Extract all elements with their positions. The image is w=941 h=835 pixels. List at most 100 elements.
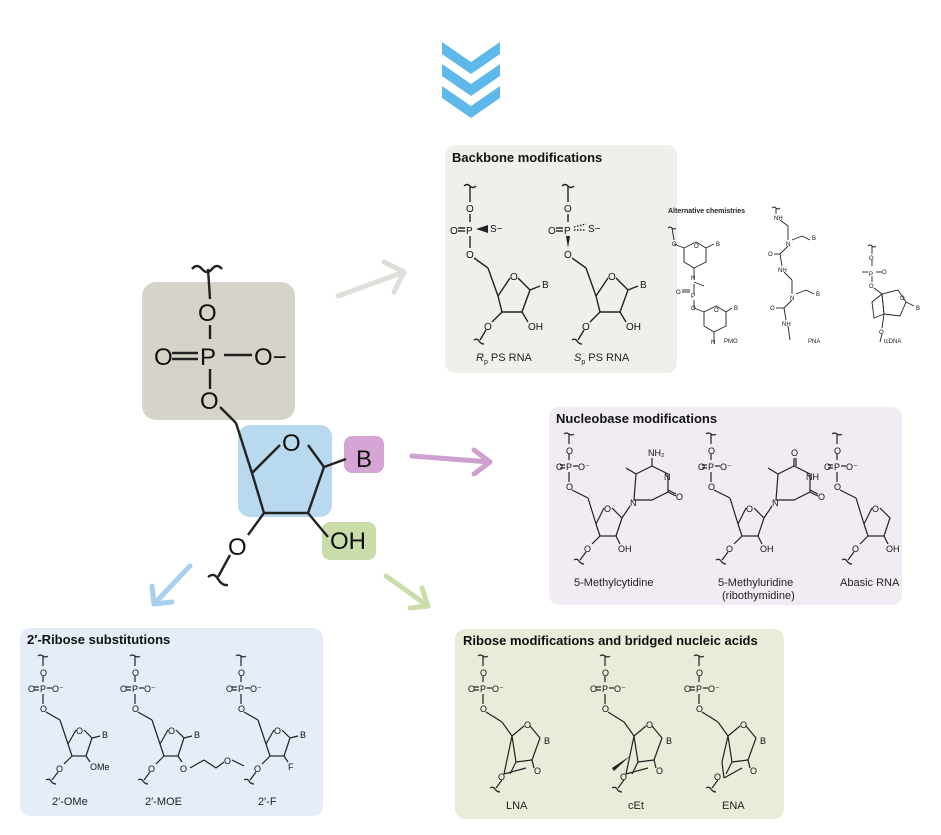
svg-text:P: P [466, 226, 473, 237]
svg-text:B: B [716, 242, 720, 248]
svg-text:O: O [602, 704, 609, 714]
svg-text:O: O [818, 492, 825, 502]
rp-ps-rna-structure: O O P S− O O B OH O [450, 183, 549, 345]
svg-text:P: P [132, 684, 138, 694]
svg-text:O: O [238, 668, 245, 678]
svg-text:O: O [466, 250, 474, 261]
arrow-backbone [335, 259, 407, 299]
svg-text:B: B [816, 292, 820, 298]
svg-text:P: P [480, 684, 486, 694]
chevron-down-icon [442, 42, 500, 118]
central-o-minus: O− [254, 344, 287, 371]
svg-text:B: B [640, 280, 647, 291]
svg-text:NH: NH [782, 322, 791, 328]
svg-text:O: O [510, 272, 518, 283]
tcdna-label: tcDNA [884, 339, 902, 345]
rp-ps-rna-label: Rp PS RNA [476, 352, 532, 367]
svg-text:O: O [872, 504, 879, 514]
svg-text:O⁻: O⁻ [614, 684, 626, 694]
svg-text:B: B [734, 306, 738, 312]
svg-text:NH: NH [774, 216, 783, 222]
svg-text:O: O [148, 764, 155, 774]
svg-text:O⁻: O⁻ [52, 684, 64, 694]
svg-text:O: O [620, 772, 627, 782]
svg-text:O⁻: O⁻ [144, 684, 156, 694]
svg-text:OH: OH [886, 544, 900, 554]
svg-text:B: B [544, 736, 550, 746]
svg-text:O: O [132, 668, 139, 678]
moe-label: 2′-MOE [145, 796, 182, 808]
svg-text:O: O [56, 764, 63, 774]
substitutions-title: 2′-Ribose substitutions [27, 632, 171, 647]
svg-text:O: O [834, 446, 841, 456]
f-structure: O O P O⁻ O O B F O [226, 654, 306, 785]
svg-text:O: O [869, 256, 874, 262]
svg-text:O: O [608, 272, 616, 283]
svg-text:P: P [708, 462, 714, 472]
svg-text:OMe: OMe [90, 762, 110, 772]
svg-text:O: O [746, 504, 753, 514]
svg-text:O: O [750, 766, 757, 776]
svg-text:NH: NH [806, 472, 819, 482]
svg-text:S−: S− [490, 224, 503, 235]
ome-label: 2′-OMe [52, 796, 88, 808]
ribose-title: Ribose modifications and bridged nucleic… [463, 633, 758, 648]
svg-text:O: O [480, 704, 487, 714]
svg-text:O: O [879, 330, 884, 336]
svg-text:P: P [566, 462, 572, 472]
svg-text:OH: OH [626, 322, 641, 333]
base-highlight [344, 436, 384, 473]
ena-label: ENA [722, 800, 745, 812]
svg-text:N: N [630, 498, 637, 508]
svg-text:P: P [238, 684, 244, 694]
svg-text:B: B [102, 730, 108, 740]
svg-text:O: O [450, 226, 458, 237]
svg-text:P: P [834, 462, 840, 472]
svg-text:O: O [40, 704, 47, 714]
svg-text:O: O [676, 492, 683, 502]
central-base-label: B [356, 446, 372, 473]
cet-label: cEt [628, 800, 644, 812]
central-o-top: O [198, 300, 217, 327]
svg-text:O: O [882, 270, 887, 276]
svg-text:O: O [224, 756, 231, 766]
svg-text:O: O [524, 720, 531, 730]
sp-ps-rna-label: Sp PS RNA [574, 352, 630, 367]
svg-text:P: P [696, 684, 702, 694]
svg-text:O: O [226, 684, 233, 694]
svg-text:N: N [664, 472, 671, 482]
svg-text:O: O [40, 668, 47, 678]
svg-text:O: O [691, 306, 696, 312]
substitutions-panel [20, 628, 323, 816]
svg-text:B: B [760, 736, 766, 746]
ome-structure: O O P O⁻ O O B OMe O [28, 654, 110, 785]
svg-text:B: B [812, 236, 816, 242]
moe-structure: O O P O⁻ O O B O O O [120, 654, 245, 785]
central-o-left: O [154, 344, 173, 371]
svg-text:NH: NH [778, 268, 787, 274]
svg-text:B: B [194, 730, 200, 740]
svg-text:O: O [254, 764, 261, 774]
svg-text:O: O [740, 720, 747, 730]
central-ring-o: O [282, 430, 301, 457]
lna-label: LNA [506, 800, 528, 812]
central-oh-label: OH [330, 528, 366, 555]
svg-text:B: B [916, 306, 920, 312]
svg-text:O: O [582, 322, 590, 333]
ribose-panel [455, 629, 784, 819]
lna-structure: O O P O⁻ O O B O O [468, 654, 550, 793]
svg-text:NH₂: NH₂ [648, 448, 665, 458]
svg-text:O: O [468, 684, 475, 694]
svg-text:O: O [120, 684, 127, 694]
svg-text:P: P [564, 226, 571, 237]
tcdna-structure: O P O O O B O [862, 244, 920, 343]
svg-text:O: O [696, 668, 703, 678]
svg-text:O: O [566, 446, 573, 456]
svg-text:O⁻: O⁻ [708, 684, 720, 694]
phosphate-highlight [142, 282, 295, 420]
svg-text:O: O [604, 504, 611, 514]
svg-text:O: O [28, 684, 35, 694]
methylcytidine-structure: O O P O⁻ O O NH₂ N N O OH O [556, 432, 683, 565]
svg-text:O: O [548, 226, 556, 237]
svg-text:N: N [711, 340, 715, 346]
